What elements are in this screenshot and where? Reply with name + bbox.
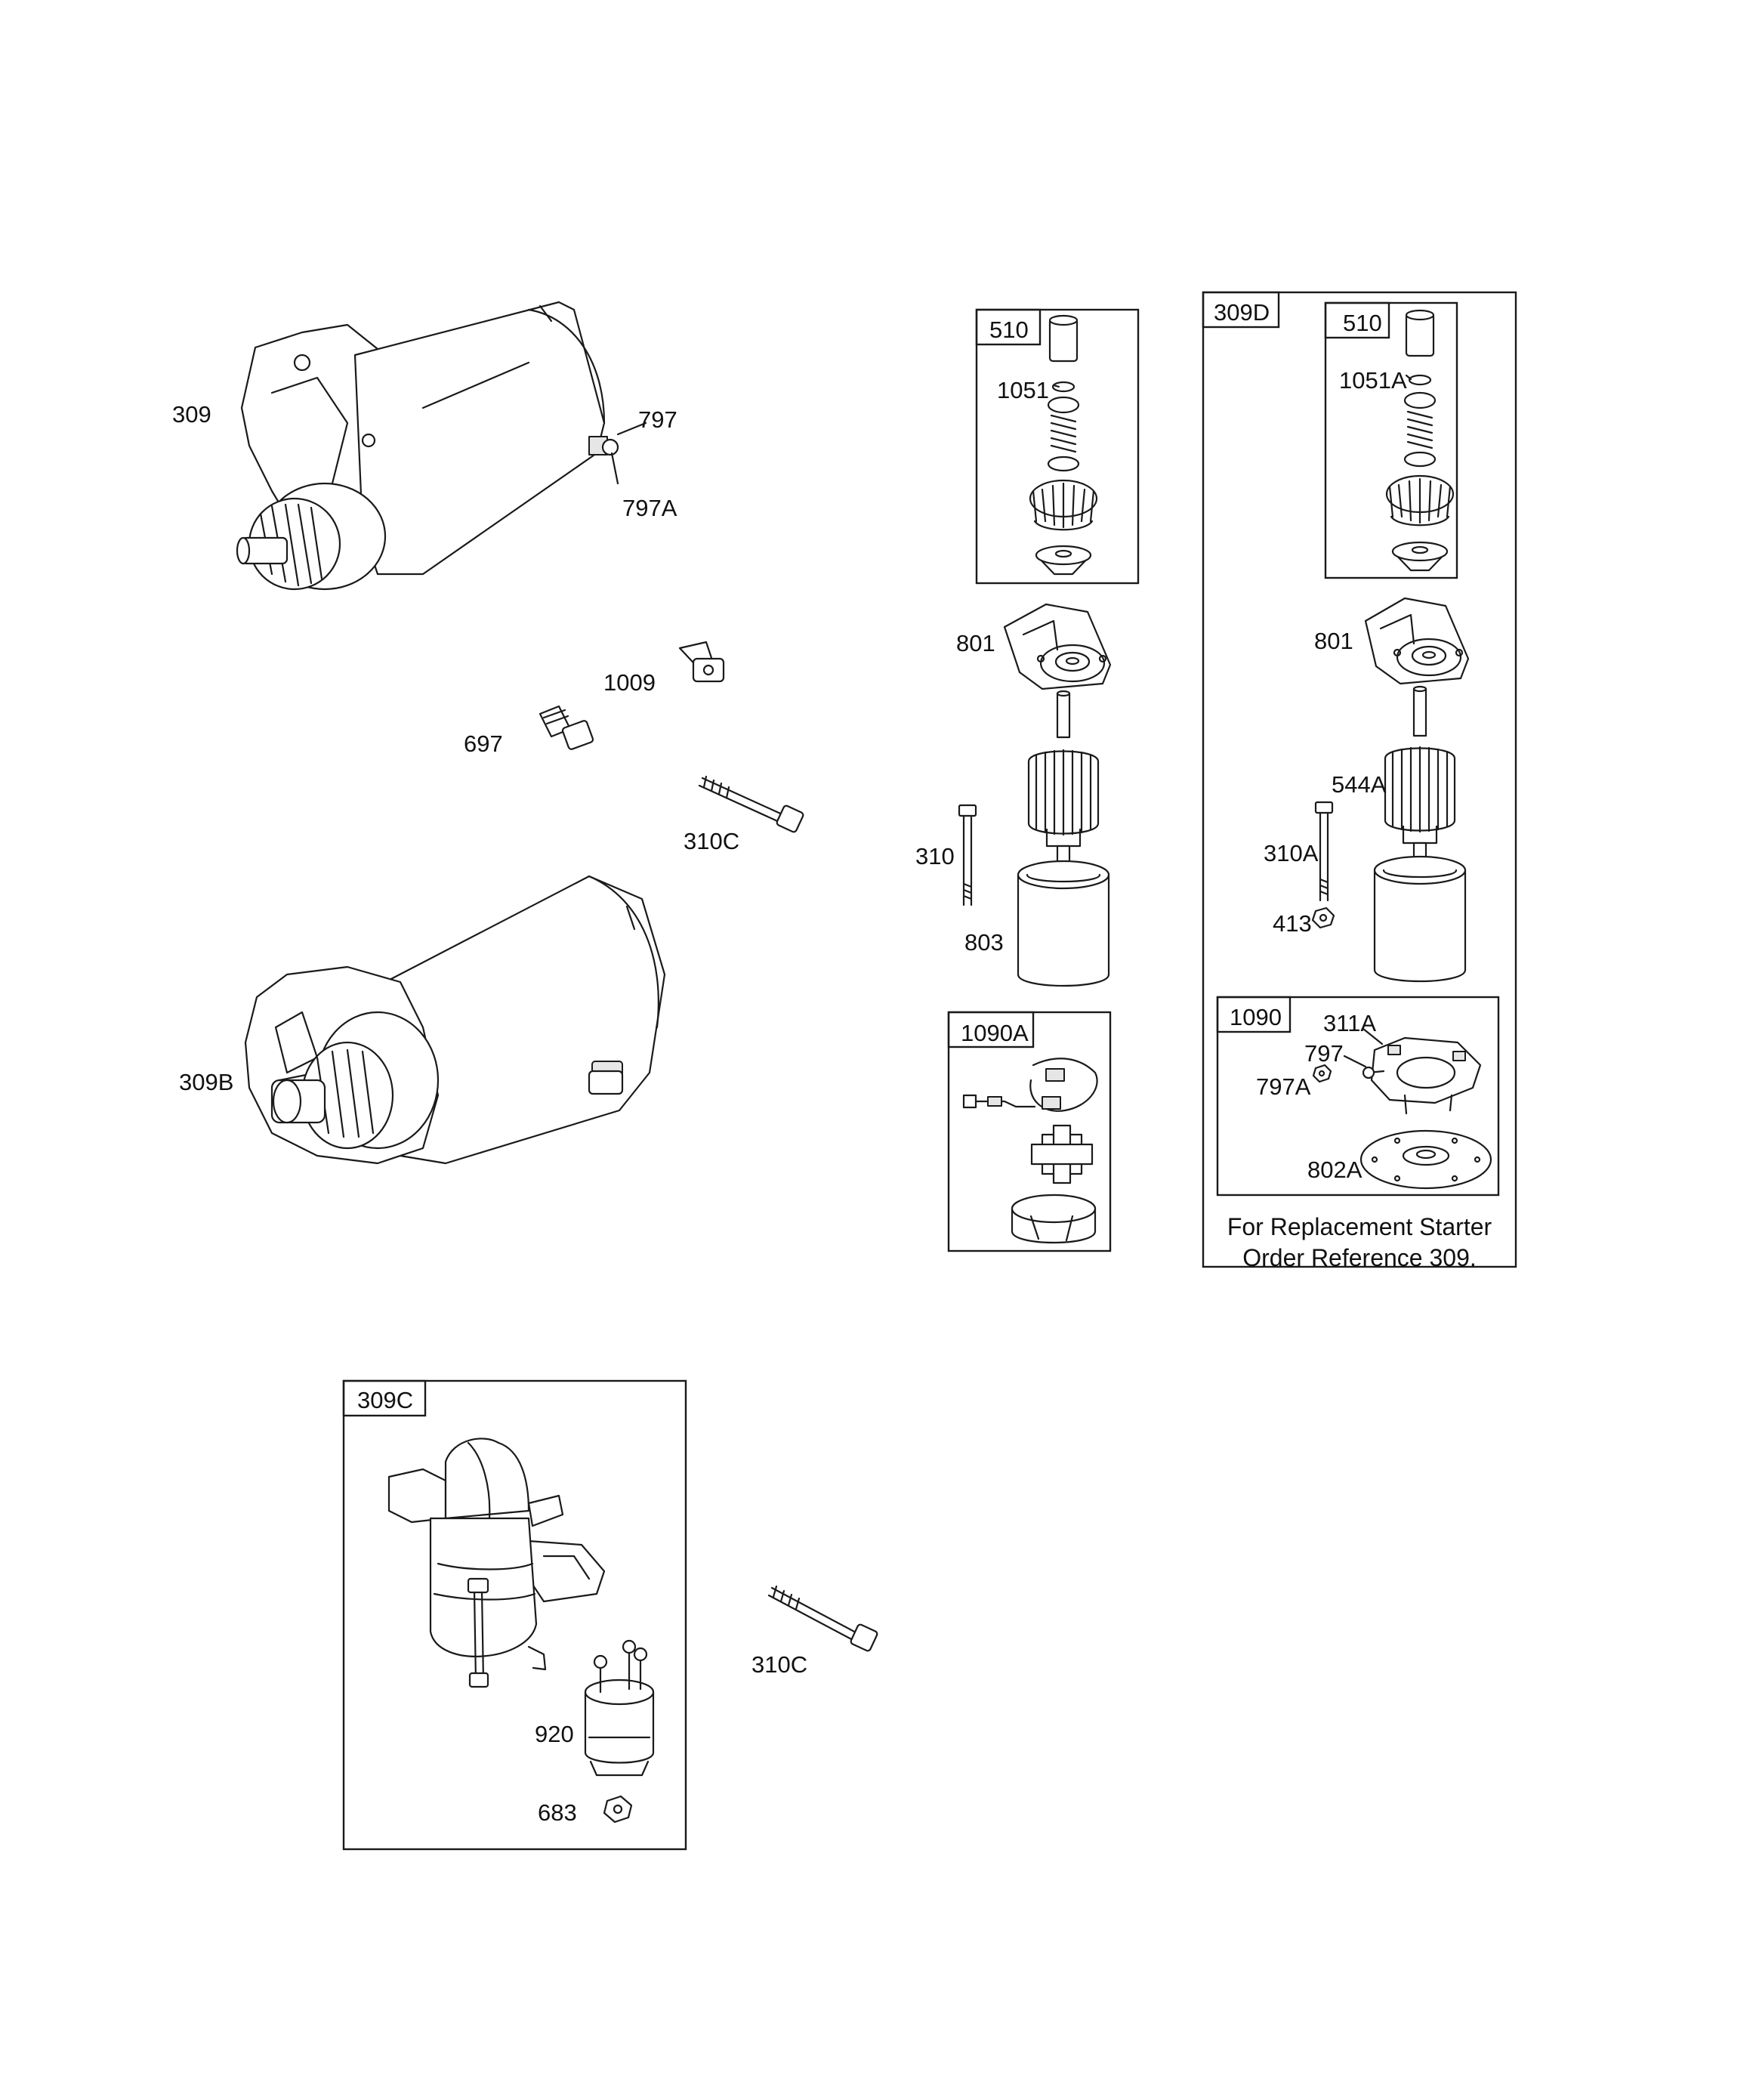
label-797-box: 797: [1304, 1040, 1344, 1067]
nut-797a-box: [1312, 1064, 1332, 1083]
callout-labels: 309 797 797A 1009 697 310C 309B 309C 920…: [172, 299, 1492, 1826]
label-510-box-b: 510: [1343, 310, 1382, 336]
label-1090-box: 1090: [1230, 1004, 1282, 1030]
armature-544a: [1384, 685, 1456, 861]
bolt-310a: [1314, 801, 1334, 902]
label-544a: 544A: [1332, 771, 1387, 798]
label-801-b: 801: [1314, 628, 1353, 654]
armature-a: [1027, 690, 1100, 864]
note-line-2: Order Reference 309.: [1242, 1244, 1477, 1271]
bolt-1009: [678, 641, 725, 683]
leader-lines: [1052, 374, 1412, 1068]
label-310c-low: 310C: [751, 1651, 807, 1678]
label-697: 697: [464, 730, 503, 757]
bolt-697: [539, 705, 594, 750]
drive-kit-510-b-parts: [1385, 309, 1455, 572]
end-plate-802a: [1359, 1129, 1492, 1190]
housing-309d: [1373, 855, 1467, 983]
label-802a: 802A: [1307, 1157, 1363, 1183]
nut-683: [603, 1795, 633, 1824]
housing-803: [1017, 860, 1110, 987]
label-310c-mid: 310C: [684, 828, 739, 854]
kit-1090a-frame: [947, 1011, 1112, 1252]
solenoid-920: [584, 1639, 655, 1777]
label-310a: 310A: [1264, 840, 1319, 866]
label-797a-top: 797A: [622, 495, 677, 521]
label-413: 413: [1273, 910, 1312, 937]
note-line-1: For Replacement Starter: [1227, 1213, 1492, 1240]
bolt-310c-mid: [698, 775, 804, 833]
end-cap-801-a: [1003, 603, 1112, 690]
label-797-top: 797: [638, 406, 677, 433]
brush-kit-1090a-parts: [962, 1058, 1098, 1244]
starter-motor-309c: [387, 1438, 606, 1688]
label-683: 683: [538, 1799, 577, 1826]
label-1009: 1009: [603, 669, 656, 696]
label-309b: 309B: [179, 1069, 233, 1095]
label-920: 920: [535, 1721, 574, 1747]
label-801-a: 801: [956, 630, 995, 656]
label-1090a-box: 1090A: [961, 1020, 1029, 1046]
label-309c-box: 309C: [357, 1387, 413, 1413]
label-1051a: 1051A: [1339, 367, 1407, 394]
end-cap-801-b: [1364, 597, 1470, 685]
nut-413: [1311, 906, 1335, 929]
label-309d-box: 309D: [1214, 299, 1270, 326]
brush-plate-311a: [1362, 1036, 1482, 1115]
assembly-309c-frame: [342, 1379, 687, 1851]
kit-510-frame: [975, 308, 1140, 585]
bolt-310: [958, 804, 977, 906]
assembly-309d-frame: [1202, 291, 1517, 1268]
drive-kit-510-parts: [1029, 314, 1098, 576]
label-309: 309: [172, 401, 211, 428]
bolt-310c-low: [767, 1585, 878, 1652]
label-310: 310: [915, 843, 955, 869]
label-1051: 1051: [997, 377, 1049, 403]
starter-motor-309b: [244, 875, 666, 1165]
starter-motor-309: [236, 301, 647, 591]
label-797a-box: 797A: [1256, 1073, 1311, 1100]
label-510-box-a: 510: [989, 317, 1029, 343]
label-803: 803: [964, 929, 1004, 956]
